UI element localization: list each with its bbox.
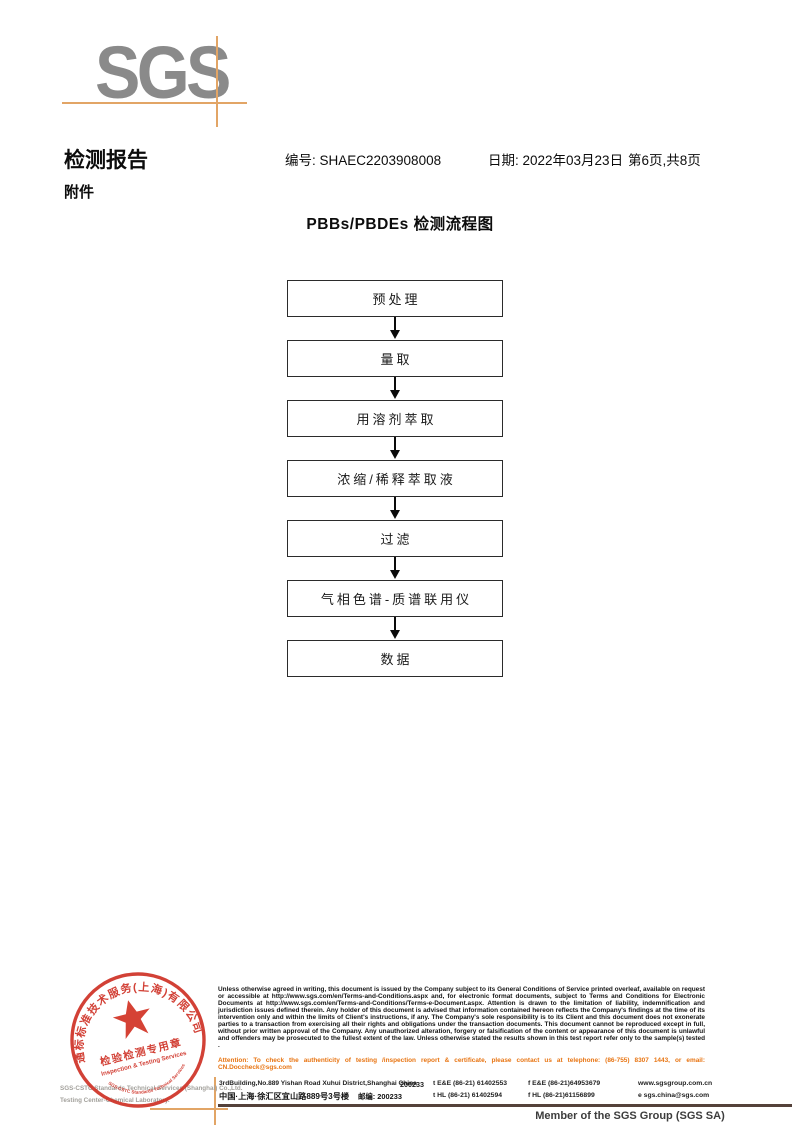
telephone-ee: t E&E (86-21) 61402553 [433, 1080, 508, 1087]
footer-crosshair-line [150, 1108, 228, 1110]
flow-step-gcms: 气相色谱-质谱联用仪 [287, 580, 503, 617]
inspection-stamp: 通标标准技术服务(上海)有限公司 检验检测专用章 Inspection & Te… [58, 965, 206, 1108]
address-english: 3rdBuilding,No.889 Yishan Road Xuhui Dis… [219, 1080, 417, 1087]
company-name-en: SGS-CSTC Standards Technical Services (S… [60, 1085, 243, 1092]
address-chinese: 中国·上海·徐汇区宜山路889号3号楼 [219, 1092, 350, 1101]
flow-arrow-down-icon [390, 617, 400, 640]
flow-step-concentrate-dilute: 浓缩/稀释萃取液 [287, 460, 503, 497]
flowchart: 预处理 量取 用溶剂萃取 浓缩/稀释萃取液 过滤 气相色谱-质谱联用仪 数据 [287, 280, 503, 677]
legal-disclaimer-text: Unless otherwise agreed in writing, this… [218, 986, 705, 1050]
address-divider-line [214, 1077, 216, 1125]
sgs-member-text: Member of the SGS Group (SGS SA) [535, 1110, 725, 1122]
flow-step-filter: 过滤 [287, 520, 503, 557]
fax-ee: f E&E (86-21)64953679 [528, 1080, 601, 1087]
report-title: 检测报告 [64, 149, 148, 172]
postcode-chinese: 邮编: 200233 [358, 1092, 402, 1101]
flow-arrow-down-icon [390, 497, 400, 520]
flow-step-measure: 量取 [287, 340, 503, 377]
flow-step-data: 数据 [287, 640, 503, 677]
flow-arrow-down-icon [390, 437, 400, 460]
star-icon [112, 1000, 150, 1040]
postcode-english: 200233 [400, 1080, 424, 1089]
logo-crosshair-vertical-line [216, 36, 218, 127]
footer-divider-line [218, 1104, 792, 1107]
page-indicator: 第6页,共8页 [628, 153, 701, 168]
flow-arrow-down-icon [390, 557, 400, 580]
telephone-hl: t HL (86-21) 61402594 [433, 1092, 503, 1099]
report-date: 日期: 2022年03月23日 [488, 153, 624, 168]
attention-text: Attention: To check the authenticity of … [218, 1057, 705, 1072]
flow-arrow-down-icon [390, 317, 400, 340]
flow-step-pretreatment: 预处理 [287, 280, 503, 317]
fax-hl: f HL (86-21)61156899 [528, 1092, 595, 1099]
flowchart-title: PBBs/PBDEs 检测流程图 [306, 216, 494, 233]
flow-arrow-down-icon [390, 377, 400, 400]
email-address: e sgs.china@sgs.com [638, 1092, 710, 1099]
logo-crosshair-horizontal-line [62, 102, 247, 104]
attachment-label: 附件 [64, 184, 95, 201]
flow-step-solvent-extraction: 用溶剂萃取 [287, 400, 503, 437]
sgs-logo: SGS [95, 31, 231, 114]
report-number: 编号: SHAEC2203908008 [285, 153, 442, 168]
website-url: www.sgsgroup.com.cn [638, 1080, 713, 1087]
